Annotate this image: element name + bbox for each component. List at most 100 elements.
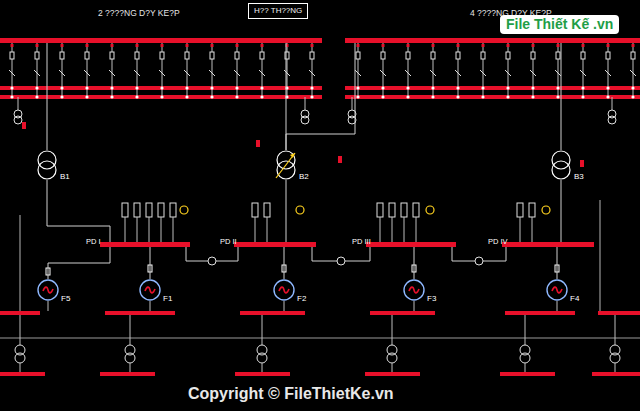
tilde-symbol <box>279 287 289 293</box>
junction-dot <box>235 95 238 98</box>
transformer-symbol <box>387 353 397 363</box>
line-marker <box>357 44 360 47</box>
busbar <box>240 311 305 315</box>
line-marker <box>407 44 410 47</box>
feeder-wire <box>262 363 263 372</box>
line-marker <box>186 44 189 47</box>
busbar-bar <box>234 242 316 247</box>
winding-circle <box>38 161 56 179</box>
junction-dot <box>160 86 163 89</box>
junction-dot <box>381 86 384 89</box>
connector-line <box>286 43 355 150</box>
breaker-symbol <box>431 52 435 59</box>
feeder-wire <box>380 217 381 242</box>
feeder-cell <box>377 203 383 217</box>
busbar <box>235 372 290 376</box>
busbar-label: PD IV <box>488 237 508 246</box>
feeder-wire <box>305 97 306 110</box>
breaker-symbol <box>531 52 535 59</box>
junction-dot <box>456 95 459 98</box>
junction-dot <box>85 86 88 89</box>
busbar <box>345 86 640 90</box>
label-holder: Copyright © FileThietKe.vn <box>186 384 396 403</box>
breaker-symbol <box>260 52 264 59</box>
transformer-symbol <box>125 353 135 363</box>
winding-circle <box>552 151 570 169</box>
line-marker <box>36 44 39 47</box>
junction-dot <box>581 86 584 89</box>
line-marker <box>261 44 264 47</box>
junction-dot <box>85 95 88 98</box>
transformer-symbol <box>275 150 297 180</box>
breaker-symbol <box>35 52 39 59</box>
junction-dot <box>431 95 434 98</box>
switch-symbol <box>455 70 461 76</box>
busbar-bar <box>100 242 190 247</box>
measurement-symbol <box>426 206 434 214</box>
switch-symbol <box>380 70 386 76</box>
generator-node: F3 <box>403 279 437 305</box>
feeder-cell <box>146 203 152 217</box>
line-marker <box>532 44 535 47</box>
line-marker <box>136 44 139 47</box>
tilde-symbol <box>145 287 155 293</box>
generator-node: F5 <box>37 279 71 305</box>
indicator-mark <box>256 140 260 147</box>
generator-symbol <box>546 279 568 301</box>
generator-node: F2 <box>273 279 307 305</box>
system-label: H?? TH??NG <box>249 4 307 18</box>
generator-symbol <box>37 279 59 301</box>
breaker-symbol <box>235 52 239 59</box>
feeder-cell <box>389 203 395 217</box>
busbar <box>345 95 640 99</box>
busbar <box>505 311 575 315</box>
watermark-copyright: Copyright © FileThietKe.vn <box>186 384 396 403</box>
label-holder: File Thiết Kế .vn <box>500 15 619 34</box>
junction-dot <box>581 95 584 98</box>
switch-symbol <box>430 70 436 76</box>
feeder-wire <box>150 301 151 311</box>
junction-dot <box>631 86 634 89</box>
transformer-label: B3 <box>574 172 584 182</box>
junction-dot <box>531 95 534 98</box>
transformer-symbol <box>36 150 58 180</box>
feeder-wire <box>557 301 558 311</box>
feeder-cell <box>122 203 128 217</box>
busbar-label: PD II <box>220 237 237 246</box>
busbar <box>370 311 435 315</box>
connector-line <box>284 247 285 279</box>
winding-circle <box>277 151 295 169</box>
tilde-symbol <box>43 287 53 293</box>
line-marker <box>86 44 89 47</box>
junction-dot <box>381 95 384 98</box>
junction-dot <box>556 95 559 98</box>
transformer-symbol <box>15 353 25 363</box>
switch-symbol <box>284 70 290 76</box>
switch-symbol <box>580 70 586 76</box>
generator-circle <box>404 280 424 300</box>
junction-dot <box>160 95 163 98</box>
junction-dot <box>506 86 509 89</box>
reactor-symbol <box>475 257 483 265</box>
junction-dot <box>60 86 63 89</box>
feeder-wire <box>255 217 256 242</box>
generator-label: F4 <box>570 294 579 304</box>
aux-transformer-symbol <box>14 116 22 124</box>
junction-dot <box>456 86 459 89</box>
feeder-cell <box>158 203 164 217</box>
feeder-wire <box>267 217 268 242</box>
measurement-symbol <box>542 206 550 214</box>
reactor-symbol <box>208 257 216 265</box>
feeder-wire <box>414 301 415 311</box>
line-marker <box>482 44 485 47</box>
transformer-node: B1 <box>36 150 71 183</box>
breaker-symbol <box>506 52 510 59</box>
busbar <box>592 372 640 376</box>
connector-line <box>414 247 415 279</box>
generator-label: F2 <box>297 294 306 304</box>
system-box: H?? TH??NG <box>248 3 308 19</box>
switch-symbol <box>234 70 240 76</box>
transformer-symbol <box>275 150 297 180</box>
switch-symbol <box>184 70 190 76</box>
breaker-symbol <box>356 52 360 59</box>
